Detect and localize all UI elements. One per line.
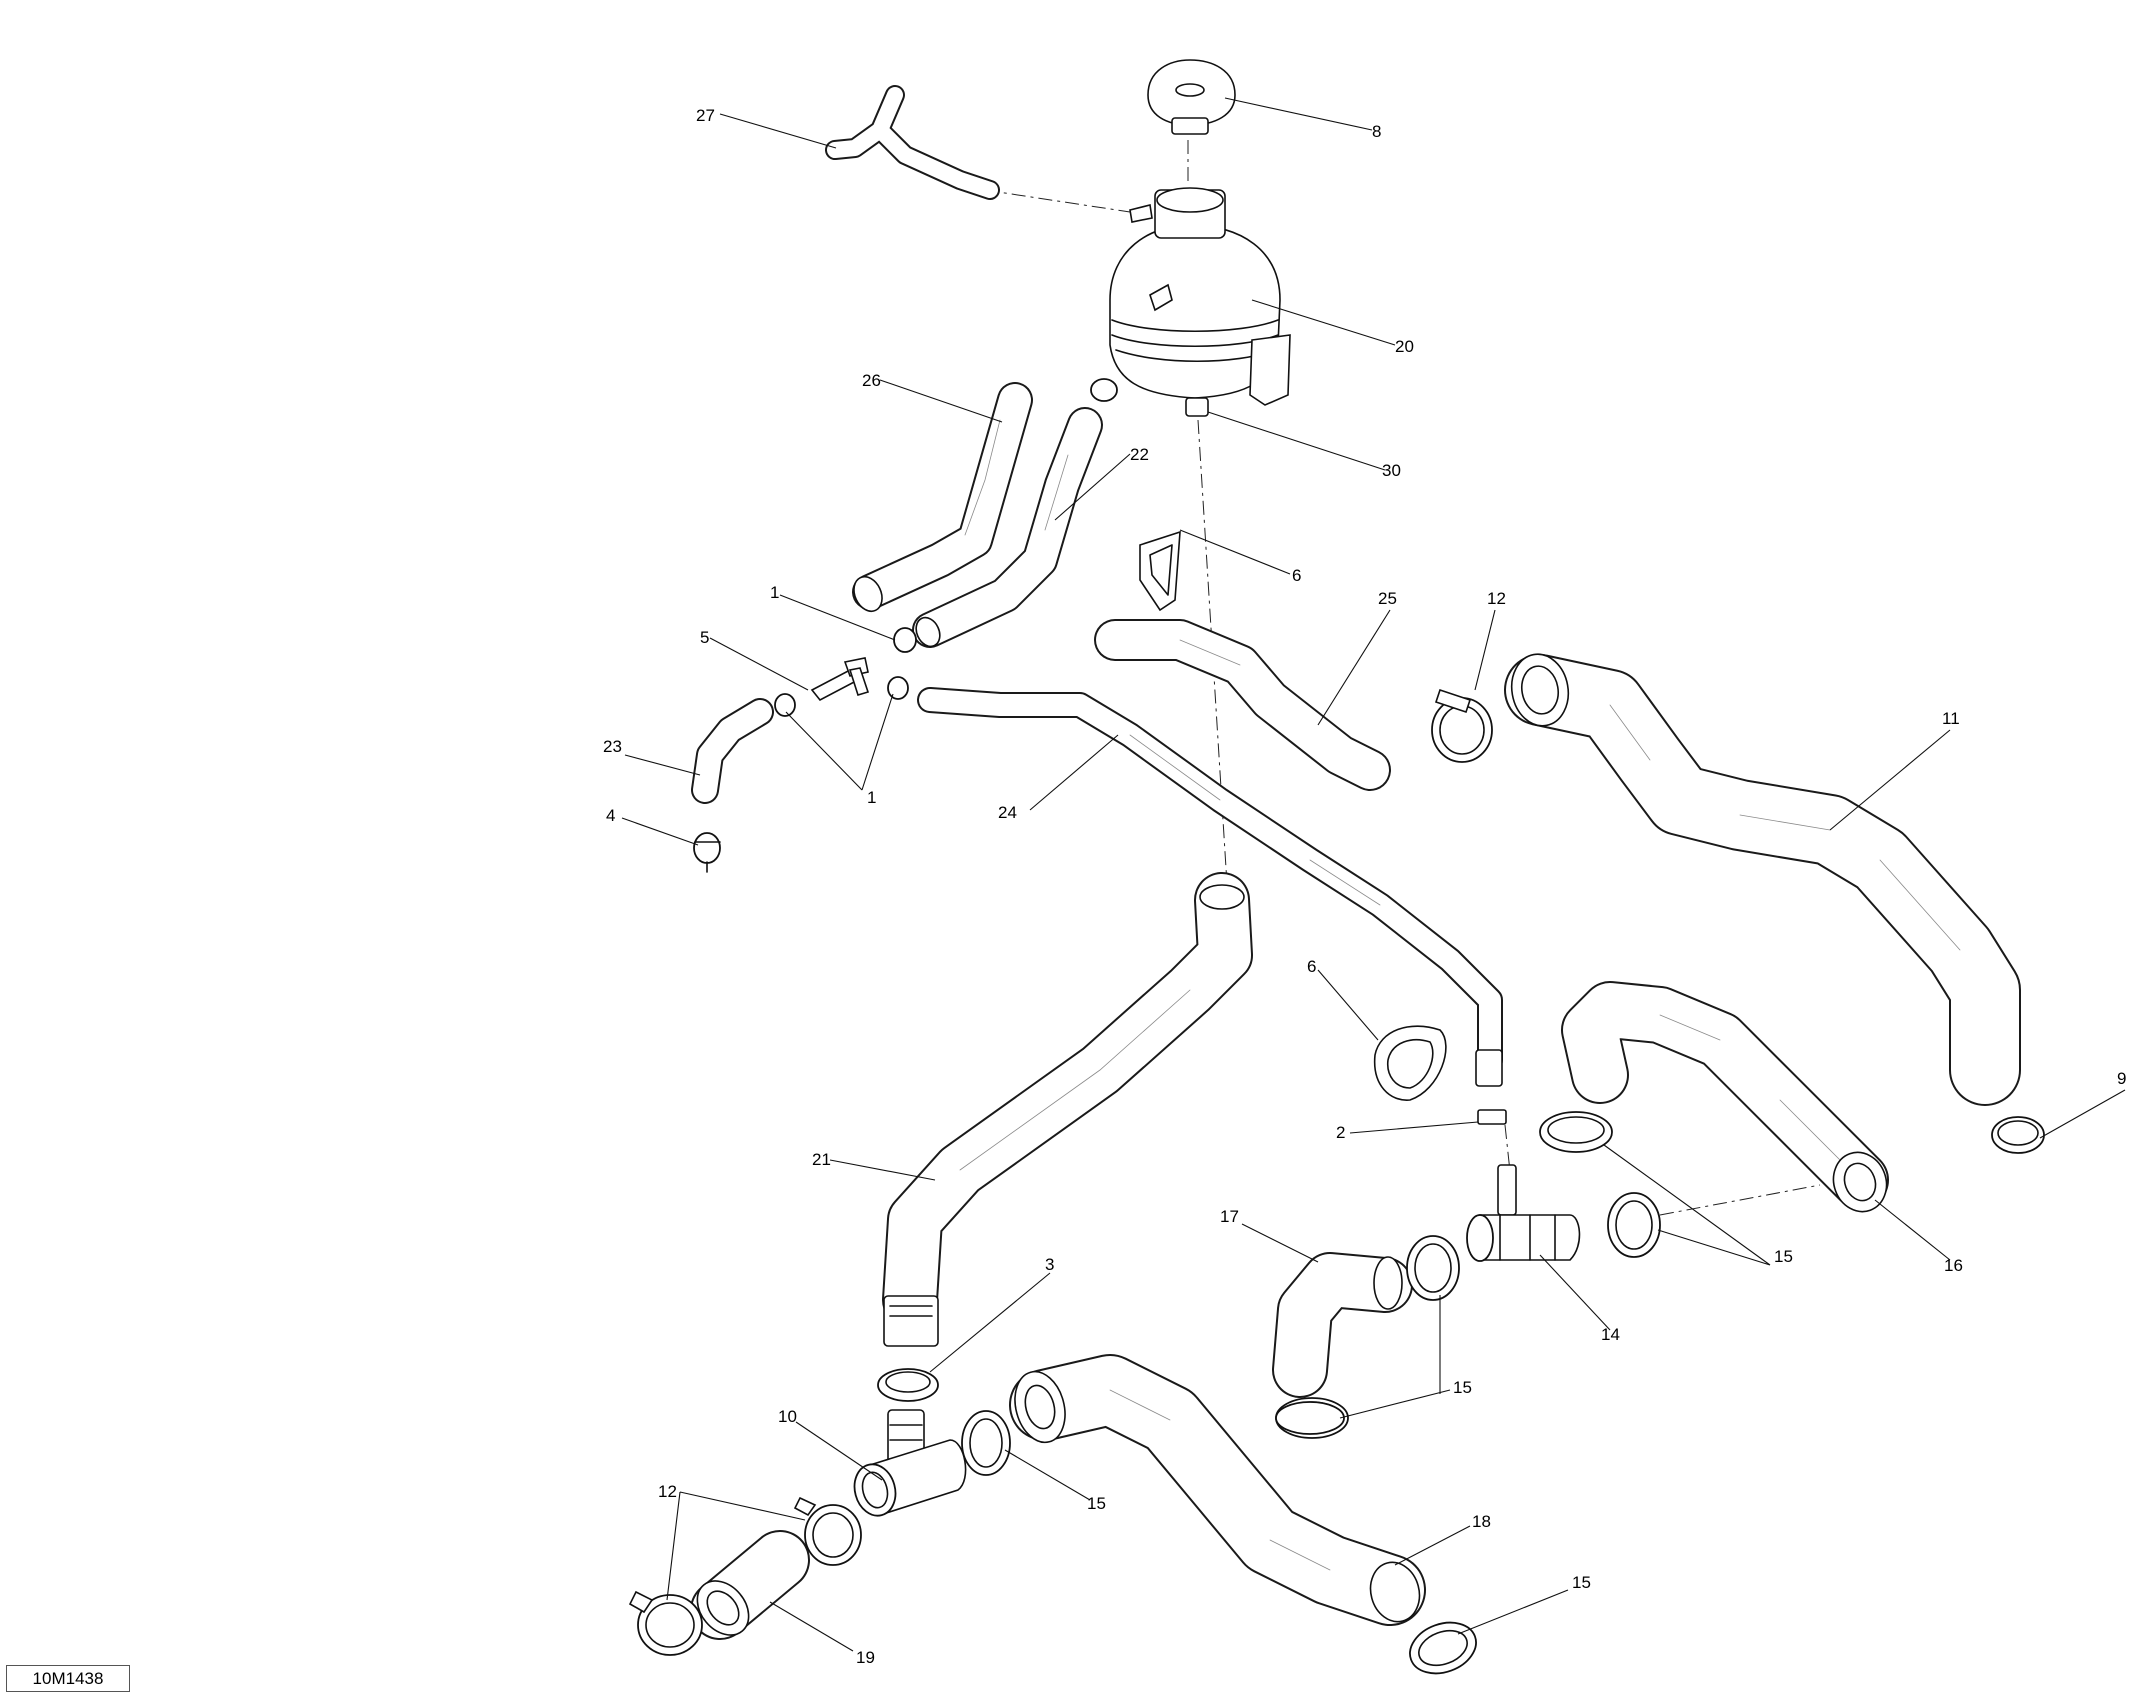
- callout-9: 9: [2117, 1069, 2126, 1088]
- hose-11-radiator-upper: [1504, 653, 2021, 1106]
- clamp-9: [1991, 1116, 2045, 1154]
- hose-24-long: [917, 687, 1503, 1087]
- diagram-code-label: 10M1438: [6, 1665, 130, 1692]
- clamp-12-upper: [1431, 688, 1493, 763]
- callout-2: 2: [1336, 1123, 1345, 1142]
- reservoir-cap: [1147, 59, 1236, 135]
- hose-22: [912, 407, 1103, 648]
- callout-1-upper: 1: [770, 583, 779, 602]
- reservoir-fitting-30: [1185, 397, 1209, 417]
- hose-23: [691, 698, 774, 804]
- callout-26: 26: [862, 371, 881, 390]
- callout-25: 25: [1378, 589, 1397, 608]
- callout-11: 11: [1942, 709, 1960, 728]
- hose-26: [852, 382, 1033, 613]
- callout-16: 16: [1944, 1256, 1963, 1275]
- fitting-10-tee: [853, 1409, 967, 1517]
- callout-15-middle: 15: [1453, 1378, 1472, 1397]
- clamp-15-on-17: [1275, 1401, 1345, 1435]
- callout-12-lower: 12: [658, 1482, 677, 1501]
- clamp-3: [877, 1368, 939, 1402]
- callout-18: 18: [1472, 1512, 1491, 1531]
- callout-22: 22: [1130, 445, 1149, 464]
- callout-12-upper: 12: [1487, 589, 1506, 608]
- callout-labels: 27 8 20 30 22 26 6 25 12 11 1 5 1 24 23 …: [603, 106, 2126, 1667]
- callout-27: 27: [696, 106, 715, 125]
- callout-14: 14: [1601, 1325, 1620, 1344]
- hose-27-vent: [825, 85, 1000, 200]
- clamp-4: [693, 832, 721, 873]
- callout-3: 3: [1045, 1255, 1054, 1274]
- fitting-14-tee: [1466, 1164, 1581, 1262]
- leader-lines: [621, 97, 2126, 1652]
- callout-1-lower: 1: [867, 788, 876, 807]
- callout-10: 10: [778, 1407, 797, 1426]
- callout-15-left: 15: [1087, 1494, 1106, 1513]
- callout-15-bottom: 15: [1572, 1573, 1591, 1592]
- coolant-reservoir: [1109, 187, 1291, 406]
- hose-17-elbow: [1272, 1252, 1413, 1398]
- hose-25: [1094, 619, 1391, 791]
- clamp-6-lower: [1373, 1025, 1447, 1101]
- callout-19: 19: [856, 1648, 875, 1667]
- callout-17: 17: [1220, 1207, 1239, 1226]
- callout-6-upper: 6: [1292, 566, 1301, 585]
- callout-23: 23: [603, 737, 622, 756]
- callout-30: 30: [1382, 461, 1401, 480]
- hose-21: [882, 872, 1253, 1347]
- clamp-2: [1477, 1109, 1507, 1125]
- callout-15-right: 15: [1774, 1247, 1793, 1266]
- clamp-6-upper: [1139, 530, 1181, 612]
- callout-8: 8: [1372, 122, 1381, 141]
- callout-24: 24: [998, 803, 1017, 822]
- hose-16: [1561, 981, 1889, 1213]
- hose-18-lower: [1009, 1354, 1426, 1626]
- callout-6-lower: 6: [1307, 957, 1316, 976]
- callout-4: 4: [606, 806, 615, 825]
- callout-21: 21: [812, 1150, 831, 1169]
- hose-19: [690, 1530, 810, 1640]
- callout-5: 5: [700, 628, 709, 647]
- clamps-12-lower: [628, 1418, 1322, 1656]
- callout-20: 20: [1395, 337, 1414, 356]
- connector-5: [810, 657, 870, 702]
